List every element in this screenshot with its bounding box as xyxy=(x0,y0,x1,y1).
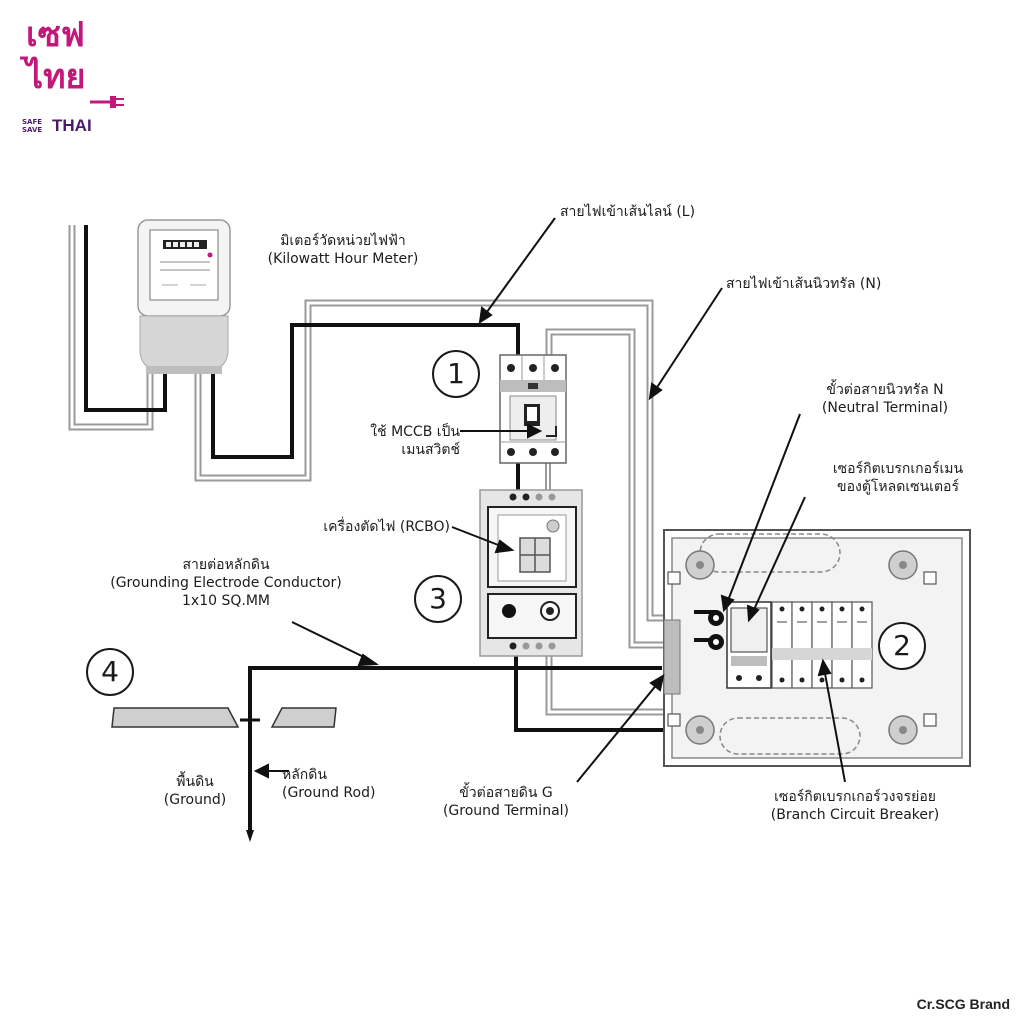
number-4: 4 xyxy=(86,648,134,696)
label-ground-rod: หลักดิน (Ground Rod) xyxy=(282,766,402,802)
label-mccb-line2: เมนสวิตช์ xyxy=(401,442,460,458)
logo-sub-save: SAVE xyxy=(22,126,43,134)
label-branch-breaker-th: เซอร์กิตเบรกเกอร์วงจรย่อย xyxy=(774,789,936,805)
number-3: 3 xyxy=(414,575,462,623)
label-meter: มิเตอร์วัดหน่วยไฟฟ้า (Kilowatt Hour Mete… xyxy=(248,232,438,268)
mccb-main-switch xyxy=(499,354,567,464)
neutral-terminal xyxy=(694,610,724,650)
callout-arrows xyxy=(253,217,846,783)
label-neutral-in-text: สายไฟเข้าเส้นนิวทรัล (N) xyxy=(726,276,882,292)
label-ground-terminal-th: ขั้วต่อสายดิน G xyxy=(459,785,553,801)
label-main-breaker: เซอร์กิตเบรกเกอร์เมน ของตู้โหลดเซนเตอร์ xyxy=(798,460,998,496)
label-ground-rod-en: (Ground Rod) xyxy=(282,785,376,801)
logo-sub: SAFE SAVE xyxy=(22,118,42,134)
label-gec-en: (Grounding Electrode Conductor) xyxy=(110,575,342,591)
label-main-breaker-line1: เซอร์กิตเบรกเกอร์เมน xyxy=(832,461,964,477)
number-2: 2 xyxy=(878,622,926,670)
label-neutral-terminal: ขั้วต่อสายนิวทรัล N (Neutral Terminal) xyxy=(790,381,980,417)
credit-text: Cr.SCG Brand xyxy=(916,996,1010,1012)
label-branch-breaker-en: (Branch Circuit Breaker) xyxy=(770,807,940,823)
number-1: 1 xyxy=(432,350,480,398)
logo-sub-safe: SAFE xyxy=(22,118,43,126)
label-mccb: ใช้ MCCB เป็น เมนสวิตช์ xyxy=(336,423,460,459)
main-circuit-breaker xyxy=(726,601,772,689)
label-line-in-text: สายไฟเข้าเส้นไลน์ (L) xyxy=(560,204,696,220)
label-branch-breaker: เซอร์กิตเบรกเกอร์วงจรย่อย (Branch Circui… xyxy=(740,788,970,824)
label-line-in: สายไฟเข้าเส้นไลน์ (L) xyxy=(560,203,740,221)
label-meter-en: (Kilowatt Hour Meter) xyxy=(267,251,419,267)
load-center-panel xyxy=(663,529,971,767)
label-rcbo: เครื่องตัดไฟ (RCBO) xyxy=(270,518,450,536)
label-neutral-in: สายไฟเข้าเส้นนิวทรัล (N) xyxy=(726,275,926,293)
label-gec: สายต่อหลักดิน (Grounding Electrode Condu… xyxy=(86,556,366,610)
label-neutral-terminal-en: (Neutral Terminal) xyxy=(821,400,949,416)
label-ground-rod-th: หลักดิน xyxy=(282,767,327,783)
label-gec-th: สายต่อหลักดิน xyxy=(182,557,270,573)
label-neutral-terminal-th: ขั้วต่อสายนิวทรัล N xyxy=(826,382,944,398)
ground-rod xyxy=(240,710,260,842)
label-main-breaker-line2: ของตู้โหลดเซนเตอร์ xyxy=(837,479,959,495)
kilowatt-hour-meter xyxy=(137,219,231,374)
plug-icon xyxy=(20,56,124,108)
rcbo-device xyxy=(479,489,583,657)
branch-circuit-breakers xyxy=(771,601,873,689)
ground-surface xyxy=(111,707,337,728)
safe-save-thai-logo: เซฟ ไทย SAFE SAVE THAI xyxy=(18,14,138,144)
ground-conductor xyxy=(248,666,662,712)
logo-line1: เซฟ xyxy=(26,15,85,55)
label-ground-terminal: ขั้วต่อสายดิน G (Ground Terminal) xyxy=(416,784,596,820)
mccb-rcbo-wires xyxy=(516,462,551,492)
label-rcbo-text: เครื่องตัดไฟ (RCBO) xyxy=(323,519,450,535)
label-ground-th: พื้นดิน xyxy=(176,774,214,790)
label-ground-terminal-en: (Ground Terminal) xyxy=(442,803,570,819)
label-mccb-line1: ใช้ MCCB เป็น xyxy=(370,424,460,440)
meter-output-wires xyxy=(194,299,700,649)
label-gec-size: 1x10 SQ.MM xyxy=(182,593,270,609)
logo-line2: ไทย xyxy=(26,57,86,97)
label-ground-en: (Ground) xyxy=(163,792,227,808)
label-ground: พื้นดิน (Ground) xyxy=(150,773,240,809)
supply-wires xyxy=(68,225,167,431)
logo-thai: THAI xyxy=(52,116,92,135)
label-meter-th: มิเตอร์วัดหน่วยไฟฟ้า xyxy=(280,233,406,249)
